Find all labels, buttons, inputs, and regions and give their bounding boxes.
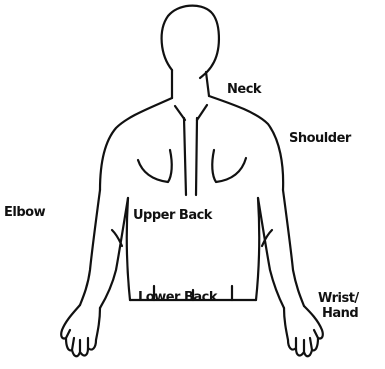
right-arm-outer: [283, 190, 304, 306]
right-hand: [284, 306, 323, 356]
upper-back-label: Upper Back: [133, 208, 212, 223]
upper-back-top-left: [175, 106, 185, 120]
left-hand: [61, 305, 100, 356]
spine-line-right: [196, 118, 197, 195]
wrist-label: Wrist/: [318, 291, 359, 306]
head-outline: [162, 6, 219, 78]
lower-back-label: Lower Back: [138, 290, 217, 305]
right-scapula: [212, 150, 246, 182]
right-shoulder-outline: [209, 96, 283, 190]
left-torso-side: [127, 198, 130, 300]
left-arm-outer: [80, 190, 100, 305]
upper-back-top-right: [197, 105, 207, 120]
neck-label: Neck: [227, 82, 261, 97]
left-scapula: [138, 150, 172, 182]
left-arm-inner: [100, 198, 128, 308]
left-shoulder-outline: [100, 98, 172, 190]
hand-label: Hand: [322, 306, 358, 321]
spine-line-left: [184, 118, 186, 195]
right-torso-side: [256, 198, 259, 300]
right-arm-inner: [258, 198, 284, 308]
elbow-label: Elbow: [4, 205, 45, 220]
shoulder-label: Shoulder: [289, 131, 351, 146]
neck-outline-right: [206, 72, 209, 96]
